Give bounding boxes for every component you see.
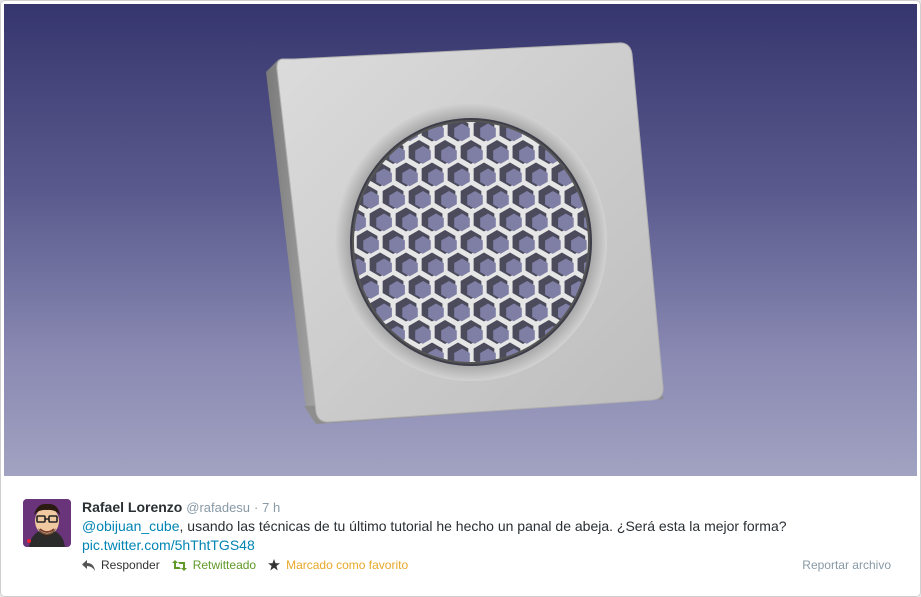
retweet-button[interactable]: Retwitteado	[171, 558, 257, 572]
honeycomb-cell-depth	[389, 281, 405, 299]
favorite-label: Marcado como favorito	[286, 558, 409, 572]
honeycomb-cell-depth	[415, 146, 431, 164]
reply-button[interactable]: Responder	[82, 558, 160, 572]
honeycomb-cell-depth	[532, 213, 548, 232]
honeycomb-cell-depth	[532, 258, 548, 277]
honeycomb-cell-depth	[428, 213, 444, 232]
honeycomb-cell-depth	[376, 303, 392, 322]
honeycomb-cell-depth	[558, 213, 574, 232]
honeycomb-cell-depth	[519, 281, 535, 299]
honeycomb-cell-depth	[506, 258, 522, 277]
avatar-image	[23, 499, 71, 547]
honeycomb-cell-depth	[428, 168, 444, 187]
honeycomb-cell-depth	[480, 168, 496, 187]
tweet-actions: Responder Retwitteado Marcado como favor…	[82, 558, 420, 572]
header-separator: ·	[253, 500, 259, 515]
honeycomb-cell-depth	[532, 168, 548, 187]
honeycomb-cell-depth	[428, 258, 444, 277]
honeycomb-cell-depth	[545, 191, 561, 209]
honeycomb-cell-depth	[532, 303, 548, 322]
honeycomb-cell-depth	[389, 236, 405, 254]
honeycomb-cell-depth	[467, 146, 483, 164]
honeycomb-cell-depth	[402, 258, 418, 277]
honeycomb-cell-depth	[402, 213, 418, 232]
reply-label: Responder	[101, 558, 160, 572]
honeycomb-panel-render	[266, 42, 664, 424]
honeycomb-cell-depth	[493, 326, 509, 344]
star-icon	[268, 559, 281, 571]
honeycomb-cell-depth	[467, 236, 483, 254]
honeycomb-cell-depth	[480, 303, 496, 322]
honeycomb-cell-depth	[415, 326, 431, 344]
honeycomb-cell-depth	[441, 191, 457, 209]
honeycomb-cell-depth	[376, 213, 392, 232]
honeycomb-cell-depth	[441, 236, 457, 254]
retweet-label: Retwitteado	[192, 558, 257, 572]
honeycomb-cell-depth	[415, 191, 431, 209]
honeycomb-cell-depth	[480, 258, 496, 277]
honeycomb-cell-depth	[493, 191, 509, 209]
honeycomb-cell-depth	[402, 168, 418, 187]
honeycomb-cell-depth	[454, 303, 470, 322]
honeycomb-cell-depth	[441, 146, 457, 164]
honeycomb-cell-depth	[506, 303, 522, 322]
tweet-header: Rafael Lorenzo @rafadesu · 7 h	[82, 499, 280, 515]
honeycomb-cell-depth	[493, 236, 509, 254]
honeycomb-cell-depth	[376, 168, 392, 187]
honeycomb-cell-depth	[363, 236, 379, 254]
honeycomb-cell-depth	[454, 258, 470, 277]
tweet-text: @obijuan_cube, usando las técnicas de tu…	[82, 517, 882, 555]
mention-link[interactable]: @obijuan_cube	[82, 518, 180, 534]
report-link[interactable]: Reportar archivo	[802, 558, 891, 572]
honeycomb-cell-depth	[389, 191, 405, 209]
honeycomb-cell-depth	[415, 281, 431, 299]
honeycomb-cell-depth	[363, 191, 379, 209]
honeycomb-cell-depth	[506, 168, 522, 187]
honeycomb-cell-depth	[454, 123, 470, 142]
honeycomb-cell-depth	[402, 303, 418, 322]
honeycomb-cell-depth	[480, 123, 496, 142]
author-handle[interactable]: @rafadesu	[186, 500, 251, 515]
honeycomb-cell-depth	[441, 326, 457, 344]
honeycomb-cell-depth	[467, 191, 483, 209]
honeycomb-cell-depth	[519, 236, 535, 254]
pic-link[interactable]: pic.twitter.com/5hThtTGS48	[82, 537, 255, 553]
retweet-icon	[171, 559, 187, 571]
tweet-timestamp[interactable]: 7 h	[262, 500, 281, 515]
honeycomb-cell-depth	[493, 281, 509, 299]
honeycomb-cell-depth	[415, 236, 431, 254]
honeycomb-cell-depth	[519, 326, 535, 344]
honeycomb-cell-depth	[363, 281, 379, 299]
honeycomb-cell-depth	[519, 191, 535, 209]
tweet-media-image[interactable]	[4, 4, 917, 476]
honeycomb-cell-depth	[545, 281, 561, 299]
honeycomb-cell-depth	[480, 213, 496, 232]
honeycomb-cell-depth	[454, 213, 470, 232]
honeycomb-cell-depth	[467, 326, 483, 344]
avatar[interactable]	[23, 499, 71, 547]
honeycomb-cell-depth	[428, 303, 444, 322]
honeycomb-cell-depth	[454, 168, 470, 187]
honeycomb-cell-depth	[519, 146, 535, 164]
honeycomb-cell-depth	[467, 281, 483, 299]
tweet-body-section: Rafael Lorenzo @rafadesu · 7 h @obijuan_…	[1, 477, 920, 596]
honeycomb-cell-depth	[506, 213, 522, 232]
favorite-button[interactable]: Marcado como favorito	[268, 558, 408, 572]
reply-icon	[82, 559, 95, 571]
honeycomb-cell-depth	[558, 258, 574, 277]
author-name[interactable]: Rafael Lorenzo	[82, 499, 183, 515]
honeycomb-cell-depth	[441, 281, 457, 299]
honeycomb-cell-depth	[545, 236, 561, 254]
honeycomb-cell-depth	[493, 146, 509, 164]
honeycomb-cell-depth	[376, 258, 392, 277]
tweet-text-body: , usando las técnicas de tu último tutor…	[179, 518, 787, 534]
honeycomb-cell-depth	[571, 236, 587, 254]
